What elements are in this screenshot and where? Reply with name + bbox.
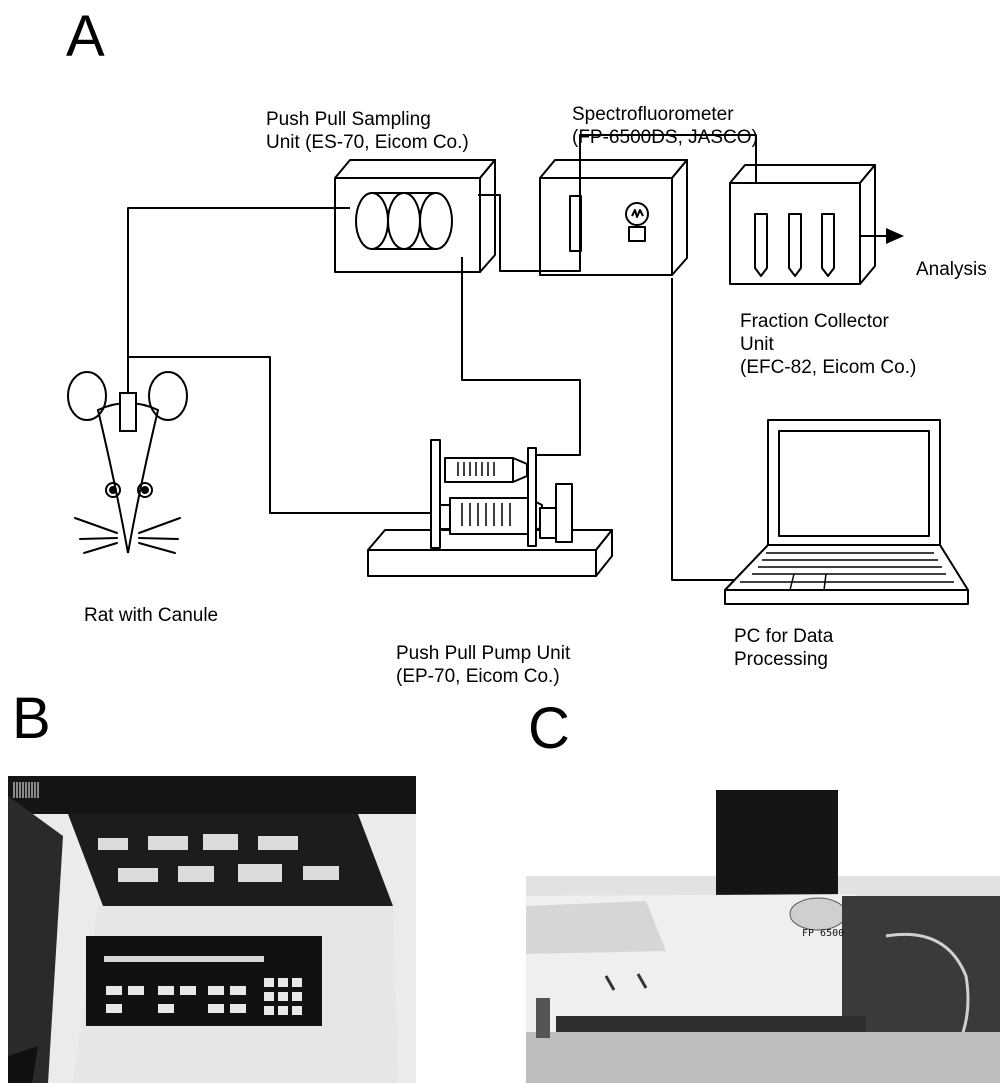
panel-label-c: C xyxy=(528,700,570,758)
label-spectrofluorometer: Spectrofluorometer (FP-6500DS, JASCO) xyxy=(572,103,758,149)
laptop-drawing xyxy=(725,420,968,604)
label-sampling-unit: Push Pull Sampling Unit (ES-70, Eicom Co… xyxy=(266,108,469,154)
label-analysis: Analysis xyxy=(916,258,987,281)
pump-unit-drawing xyxy=(368,440,612,576)
label-rat: Rat with Canule xyxy=(84,604,218,627)
label-pump-unit: Push Pull Pump Unit (EP-70, Eicom Co.) xyxy=(396,642,570,688)
rat-drawing xyxy=(68,372,187,553)
photo-c-spectrofluorometer: FP 6500 xyxy=(526,776,1000,1083)
sampling-unit-box xyxy=(335,160,495,272)
label-fraction-collector: Fraction Collector Unit (EFC-82, Eicom C… xyxy=(740,310,916,379)
label-pc: PC for Data Processing xyxy=(734,625,833,671)
photo-c-instrument-label: FP 6500 xyxy=(802,928,844,939)
spectrofluorometer-box xyxy=(540,160,687,275)
fraction-collector-box xyxy=(730,165,875,284)
photo-b-push-pull-apparatus xyxy=(8,776,416,1083)
